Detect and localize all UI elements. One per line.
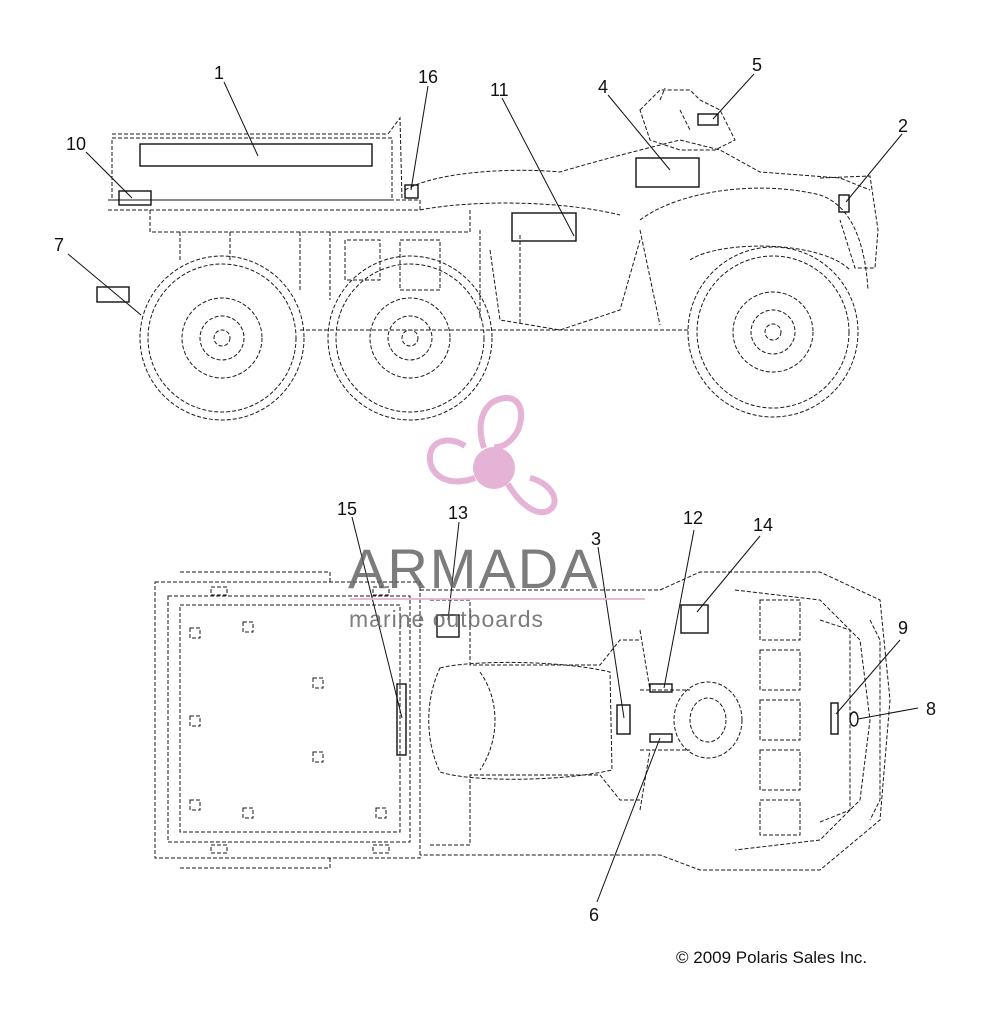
callout-13: 13 xyxy=(448,503,469,523)
armada-logo-icon xyxy=(426,395,558,516)
decal-15 xyxy=(396,683,407,756)
copyright-notice: © 2009 Polaris Sales Inc. xyxy=(676,948,868,967)
leader-1 xyxy=(223,81,259,157)
leader-10 xyxy=(85,151,133,199)
callout-12: 12 xyxy=(683,508,704,528)
frame-lower xyxy=(300,229,690,331)
decal-4 xyxy=(635,157,700,188)
callout-14: 14 xyxy=(753,515,774,535)
top-leader-lines xyxy=(351,516,919,903)
decal-14 xyxy=(680,604,709,634)
top-view xyxy=(154,571,891,871)
decal-9 xyxy=(830,702,839,735)
watermark-tagline: marine outboards xyxy=(349,606,544,632)
leader-4 xyxy=(607,94,671,171)
footwell xyxy=(489,239,641,331)
leader-8 xyxy=(857,707,919,720)
callout-9: 9 xyxy=(898,618,909,638)
decal-10 xyxy=(118,190,152,206)
cargo-bed-outline xyxy=(154,581,421,859)
leader-7 xyxy=(67,253,142,316)
watermark-divider xyxy=(350,598,645,600)
seat-top xyxy=(428,661,613,780)
leader-3 xyxy=(597,546,625,719)
rear-wheel-2 xyxy=(327,255,493,421)
decal-6 xyxy=(649,733,673,743)
leader-14 xyxy=(696,535,761,613)
seat-and-tank xyxy=(404,139,871,191)
callout-2: 2 xyxy=(898,116,909,136)
callout-11: 11 xyxy=(490,80,509,100)
leader-15 xyxy=(351,516,403,719)
callout-4: 4 xyxy=(598,77,609,97)
front-fender xyxy=(639,187,869,291)
front-rack-top xyxy=(734,589,871,851)
callout-7: 7 xyxy=(54,235,65,255)
leader-12 xyxy=(663,529,695,689)
top-decals xyxy=(396,604,859,756)
decal-5 xyxy=(697,113,719,126)
callout-3: 3 xyxy=(591,529,602,549)
rear-wheel-1 xyxy=(139,255,305,421)
cargo-box-outline xyxy=(111,137,393,201)
watermark-name: ARMADA xyxy=(348,537,600,600)
rear-fender xyxy=(419,202,621,216)
steering-hub xyxy=(673,681,743,759)
leader-13 xyxy=(447,521,460,621)
front-wheel xyxy=(687,246,859,418)
decal-3 xyxy=(616,704,631,735)
decal-2 xyxy=(838,194,850,213)
decal-7 xyxy=(96,286,130,303)
callout-8: 8 xyxy=(926,699,937,719)
leader-16 xyxy=(410,85,429,191)
front-rack xyxy=(819,175,879,269)
vehicle-body-top xyxy=(420,571,891,871)
decal-11 xyxy=(511,212,577,242)
callout-6: 6 xyxy=(589,905,600,925)
leader-9 xyxy=(835,639,901,715)
side-view xyxy=(108,87,879,421)
leader-2 xyxy=(845,133,903,203)
decal-13 xyxy=(436,614,460,638)
handlebar-top xyxy=(639,629,651,811)
handlebar xyxy=(639,89,736,151)
decal-8 xyxy=(849,711,859,727)
leader-6 xyxy=(596,737,661,903)
cargo-box-top-rail xyxy=(112,116,403,201)
callout-10: 10 xyxy=(66,134,87,154)
side-leader-lines xyxy=(67,73,903,316)
leader-11 xyxy=(501,97,575,237)
decal-12 xyxy=(649,683,673,693)
callout-5: 5 xyxy=(752,55,763,75)
callout-15: 15 xyxy=(337,499,358,519)
decal-1 xyxy=(139,143,373,167)
callout-16: 16 xyxy=(418,67,439,87)
side-decals xyxy=(96,113,850,303)
leader-5 xyxy=(712,73,755,120)
callout-1: 1 xyxy=(214,63,225,83)
